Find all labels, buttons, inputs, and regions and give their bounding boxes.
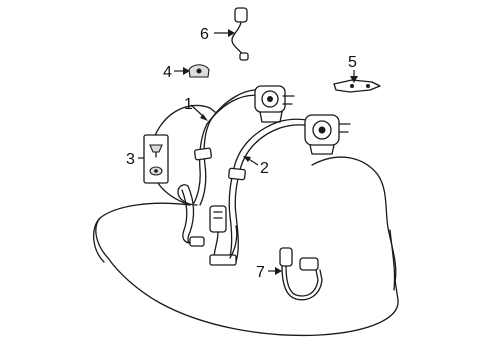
callout-6: 6 [200, 26, 209, 43]
callout-2: 2 [260, 160, 269, 177]
belt-tongue-assembly [209, 205, 238, 266]
callout-3: 3 [126, 151, 135, 168]
outer-seat-belt-left [177, 89, 263, 247]
retractor-bezel [188, 64, 210, 78]
callout-1: 1 [184, 96, 193, 113]
wire-harness [231, 7, 249, 61]
callout-7: 7 [256, 264, 265, 281]
callout-5: 5 [348, 54, 357, 71]
retractor-center [304, 114, 351, 155]
callout-4: 4 [163, 64, 172, 81]
leader-lines [138, 29, 358, 275]
buckle-assembly [279, 247, 323, 301]
retractor-upper-left [254, 85, 295, 123]
fastener-clips-box [143, 134, 169, 184]
center-seat-belt [228, 118, 313, 263]
mounting-bracket [333, 79, 381, 93]
rear-seat-outline [93, 104, 399, 337]
